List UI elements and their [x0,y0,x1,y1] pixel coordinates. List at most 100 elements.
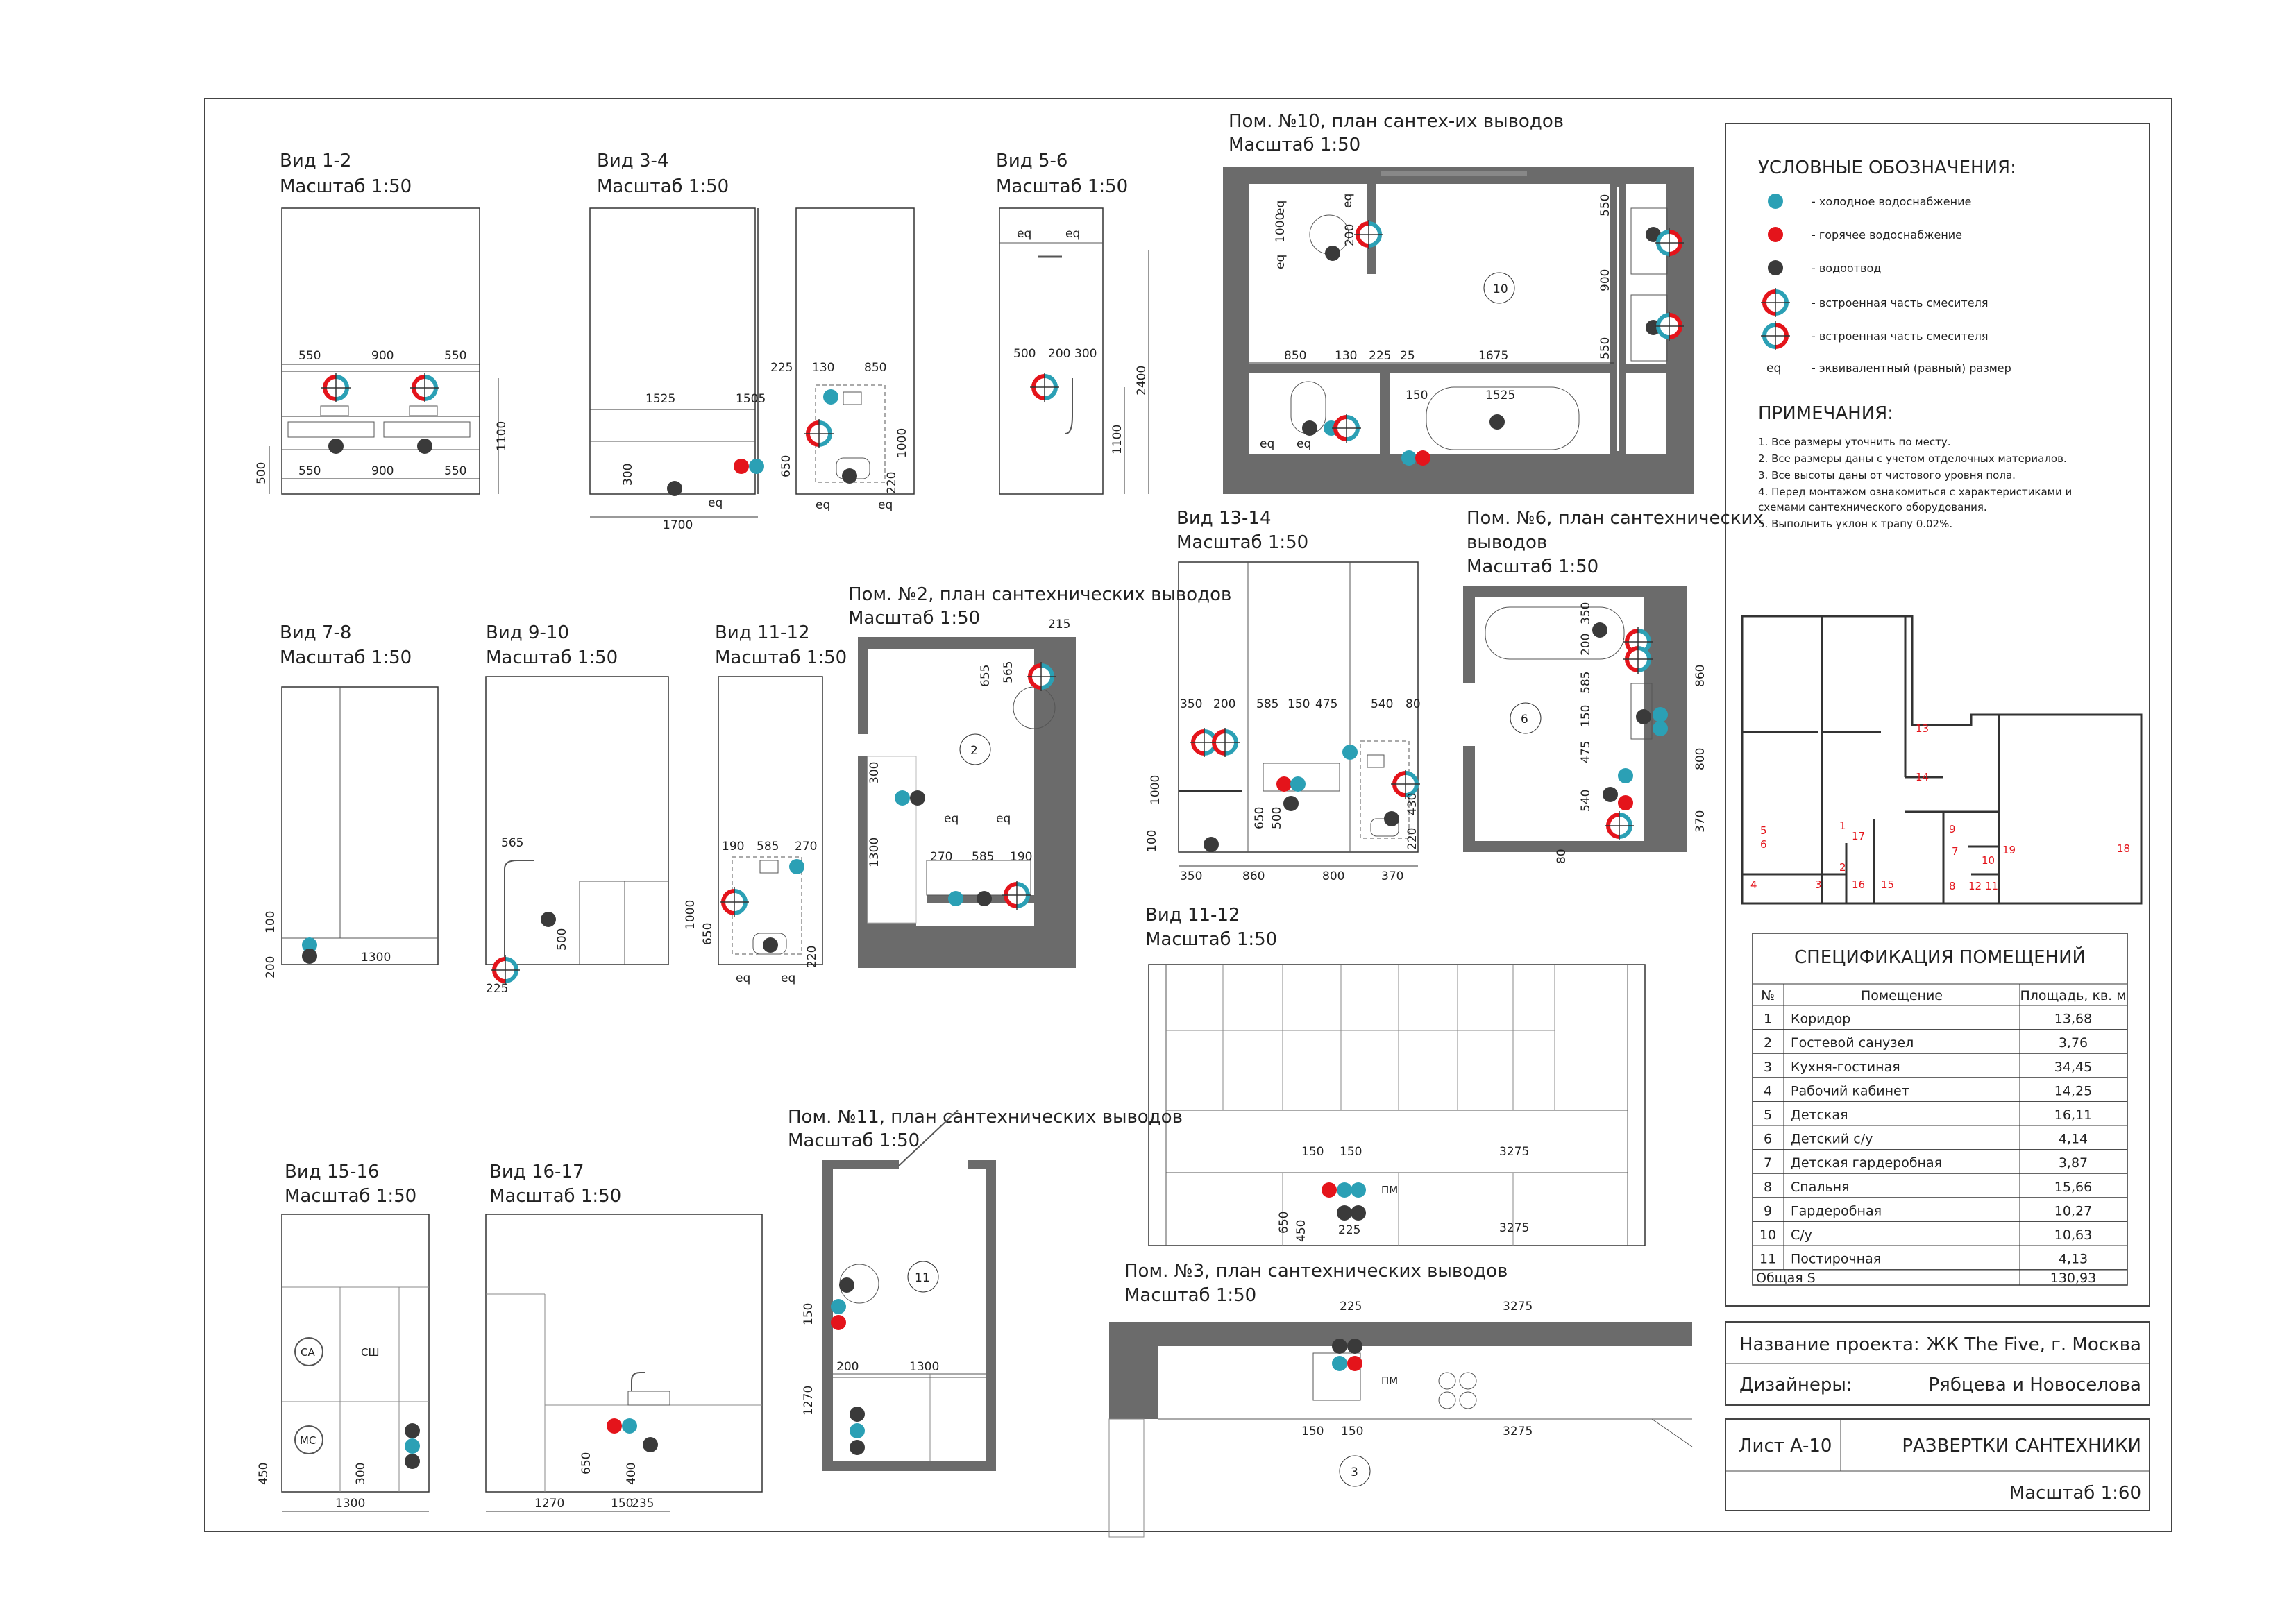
key-plan [1741,615,2143,905]
svg-text:- эквивалентный (равный) разме: - эквивалентный (равный) размер [1812,362,2011,375]
svg-text:Вид 5-6: Вид 5-6 [996,151,1067,171]
view-7-8: Вид 7-8 Масштаб 1:50 1300 100 200 [264,622,439,978]
svg-text:Масштаб 1:50: Масштаб 1:50 [285,1186,416,1207]
spec-cell: 34,45 [2054,1060,2092,1075]
svg-text:ПМ: ПМ [1381,1184,1398,1196]
svg-text:Вид 9-10: Вид 9-10 [486,622,569,643]
svg-text:2400: 2400 [1135,366,1149,396]
svg-text:ЖК The Five, г. Москва: ЖК The Five, г. Москва [1927,1334,2141,1355]
svg-text:eq: eq [944,812,959,826]
svg-text:150: 150 [1579,705,1593,727]
spec-cell: Рабочий кабинет [1791,1083,1909,1098]
svg-text:5. Выполнить уклон к трапу 0.0: 5. Выполнить уклон к трапу 0.02%. [1758,518,1952,530]
svg-text:400: 400 [625,1463,639,1485]
svg-text:МС: МС [300,1434,316,1447]
svg-text:11: 11 [1985,880,1998,892]
svg-text:3. Все высоты даны от чистовог: 3. Все высоты даны от чистового уровня п… [1758,469,2016,482]
svg-text:eq: eq [781,971,795,985]
svg-text:585: 585 [1256,697,1278,711]
svg-text:500: 500 [1013,347,1036,361]
svg-text:Вид 11-12: Вид 11-12 [715,622,810,643]
svg-text:3275: 3275 [1503,1425,1533,1438]
svg-text:1505: 1505 [736,392,766,406]
svg-text:200: 200 [836,1360,859,1374]
svg-text:Дизайнеры:: Дизайнеры: [1739,1375,1852,1395]
spec-cell: 4,13 [2059,1252,2088,1267]
svg-text:eq: eq [1065,227,1080,241]
svg-text:550: 550 [444,464,466,478]
plan-room-2: Пом. №2, план сантехнических выводов Мас… [848,584,1231,968]
spec-cell: 5 [1764,1107,1772,1123]
svg-text:800: 800 [1694,748,1707,770]
svg-text:12: 12 [1968,880,1982,892]
svg-text:500: 500 [255,462,269,484]
svg-text:Масштаб 1:60: Масштаб 1:60 [2009,1483,2141,1504]
svg-text:Пом. №6, план сантехнических: Пом. №6, план сантехнических [1467,508,1764,529]
svg-text:1525: 1525 [645,392,675,406]
svg-text:655: 655 [979,665,993,687]
svg-text:15: 15 [1881,878,1894,891]
svg-text:270: 270 [930,850,952,864]
svg-text:650: 650 [779,455,793,477]
svg-text:565: 565 [501,836,523,850]
svg-text:16: 16 [1852,878,1865,891]
svg-text:1300: 1300 [909,1360,939,1374]
svg-text:150: 150 [1301,1425,1324,1438]
svg-text:Вид 13-14: Вид 13-14 [1176,508,1272,529]
svg-text:1100: 1100 [1111,425,1124,454]
svg-text:650: 650 [1253,807,1267,829]
svg-text:475: 475 [1315,697,1337,711]
svg-text:Вид 11-12: Вид 11-12 [1145,905,1240,926]
svg-text:850: 850 [864,361,886,375]
svg-text:1000: 1000 [895,428,909,458]
svg-text:3: 3 [1815,878,1822,891]
svg-text:200: 200 [1213,697,1235,711]
svg-text:1700: 1700 [663,518,693,532]
svg-text:800: 800 [1322,869,1344,883]
spec-cell: Коридор [1791,1012,1850,1027]
svg-text:eq: eq [996,812,1011,826]
svg-text:650: 650 [1277,1212,1291,1234]
spec-cell: 3,76 [2059,1035,2088,1051]
svg-text:Масштаб 1:50: Масштаб 1:50 [1467,556,1598,577]
svg-text:8: 8 [1949,880,1956,892]
svg-text:2: 2 [970,744,978,758]
spec-cell: Гостевой санузел [1791,1035,1914,1051]
svg-text:225: 225 [486,982,508,996]
svg-text:1270: 1270 [802,1386,816,1416]
spec-title: СПЕЦИФИКАЦИЯ ПОМЕЩЕНИЙ [1794,946,2086,968]
legend-frame [1725,123,2150,1307]
svg-text:- встроенная часть смесителя: - встроенная часть смесителя [1812,296,1988,309]
svg-text:190: 190 [1010,850,1032,864]
svg-text:Масштаб 1:50: Масштаб 1:50 [489,1186,621,1207]
svg-text:1000: 1000 [1274,213,1288,243]
view-16-17: Вид 16-17 Масштаб 1:50 1270 150 235 650 … [485,1162,763,1512]
spec-cell: 8 [1764,1180,1772,1195]
svg-text:19: 19 [2002,844,2016,856]
svg-text:475: 475 [1579,741,1593,763]
svg-text:1675: 1675 [1478,349,1508,363]
svg-text:300: 300 [354,1463,368,1485]
svg-text:РАЗВЕРТКИ САНТЕХНИКИ: РАЗВЕРТКИ САНТЕХНИКИ [1902,1436,2141,1456]
svg-text:100: 100 [264,911,278,933]
svg-text:Масштаб 1:50: Масштаб 1:50 [486,647,618,668]
svg-text:860: 860 [1694,665,1707,687]
svg-text:585: 585 [972,850,994,864]
svg-text:650: 650 [701,923,715,945]
svg-text:1270: 1270 [534,1497,564,1511]
plan-room-3: Пом. №3, план сантехнических выводов Мас… [1108,1261,1693,1538]
svg-text:215: 215 [1048,618,1070,631]
spec-cell: Кухня-гостиная [1791,1060,1900,1075]
svg-text:900: 900 [1598,269,1612,291]
spec-cell: С/у [1791,1227,1812,1243]
svg-text:схемами сантехнического оборуд: схемами сантехнического оборудования. [1758,501,1987,513]
svg-text:220: 220 [805,946,819,968]
svg-text:Масштаб 1:50: Масштаб 1:50 [848,608,980,629]
spec-cell: Детский с/у [1791,1132,1873,1147]
svg-text:585: 585 [757,840,779,853]
spec-cell: 6 [1764,1132,1772,1147]
svg-text:1100: 1100 [495,421,509,451]
svg-text:500: 500 [1270,807,1284,829]
svg-text:350: 350 [1180,869,1202,883]
svg-text:200: 200 [1579,634,1593,656]
